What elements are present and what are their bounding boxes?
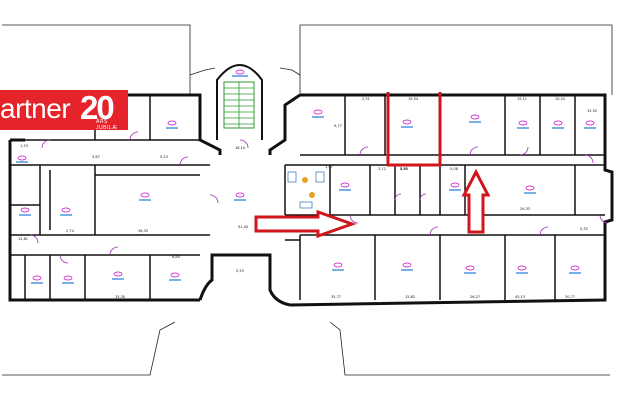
area-label: 15,54 xyxy=(408,97,419,101)
wc-fixtures xyxy=(287,171,325,209)
room-tag xyxy=(339,182,351,191)
room-tag xyxy=(517,120,529,129)
area-label: 45,13 xyxy=(515,295,525,299)
logo-wordmark: artner xyxy=(0,93,71,124)
area-label: 8,90 xyxy=(400,167,408,171)
right-wing-rooms xyxy=(284,95,605,300)
area-label: 10,24 xyxy=(555,97,566,101)
area-label: 1,33 xyxy=(20,144,28,148)
room-tag xyxy=(60,207,72,216)
area-label: 35,77 xyxy=(331,295,341,299)
area-label: 6,80 xyxy=(172,255,180,259)
room-tag xyxy=(332,262,344,271)
logo-subtitle: ÅRS JUBILÆ xyxy=(96,119,118,130)
room-tag xyxy=(166,120,178,129)
room-tag xyxy=(139,192,151,201)
area-label: 51,40 xyxy=(238,225,248,229)
area-label: 19,11 xyxy=(517,97,527,101)
area-label: 15,52 xyxy=(587,109,597,113)
area-label: 29,33 xyxy=(520,207,530,211)
room-tag xyxy=(449,182,461,191)
room-tag xyxy=(232,69,248,77)
room-tag xyxy=(524,185,536,194)
room-tag xyxy=(31,275,43,284)
arrow-right-icon xyxy=(254,209,357,239)
area-labels: 36,33 18,10 3,67 5,23 51,40 2,74 6,80 15… xyxy=(18,97,597,299)
area-label: 5,08 xyxy=(450,167,458,171)
area-label: 36,33 xyxy=(138,229,148,233)
room-tag xyxy=(112,271,124,280)
arrow-up-icon xyxy=(461,168,491,234)
room-tag xyxy=(469,114,481,123)
area-label: 5,23 xyxy=(160,155,168,159)
area-label: 9,77 xyxy=(334,124,342,128)
room-tag xyxy=(19,207,31,216)
area-label: 3,67 xyxy=(92,155,100,159)
room-tag xyxy=(169,272,181,281)
room-tag xyxy=(569,265,581,274)
partner-logo: artner 20 ÅRS JUBILÆ xyxy=(0,90,128,130)
highlight-annotations xyxy=(254,92,491,239)
area-label: 5,29 xyxy=(236,269,244,273)
room-tag xyxy=(401,119,413,128)
area-label: 30,77 xyxy=(565,295,575,299)
area-label: 15,82 xyxy=(405,295,415,299)
area-label: 2,31 xyxy=(362,97,370,101)
area-label: 3,12 xyxy=(378,167,386,171)
room-tag xyxy=(16,155,28,163)
site-outline xyxy=(2,24,613,376)
room-tag xyxy=(516,265,528,274)
highlighted-room-outline xyxy=(386,92,442,167)
logo-anniversary-number: 20 xyxy=(80,90,115,126)
area-label: 12,81 xyxy=(18,237,28,241)
area-label: 2,74 xyxy=(66,229,75,233)
area-label: 1,97 xyxy=(325,165,333,169)
room-tag xyxy=(234,192,246,201)
room-tag xyxy=(552,120,564,129)
doors xyxy=(29,131,609,264)
area-label: 5,32 xyxy=(580,227,588,231)
room-tag xyxy=(401,262,413,271)
room-tag xyxy=(62,275,74,284)
room-tag xyxy=(312,109,324,118)
area-label: 18,10 xyxy=(235,146,245,150)
room-tag xyxy=(464,265,476,274)
room-tag xyxy=(584,120,596,129)
area-label: 3,80 xyxy=(400,167,408,171)
stair-tower xyxy=(216,64,263,140)
area-label: 26,27 xyxy=(470,295,480,299)
room-tags xyxy=(16,69,596,284)
area-label: 15,30 xyxy=(115,295,125,299)
